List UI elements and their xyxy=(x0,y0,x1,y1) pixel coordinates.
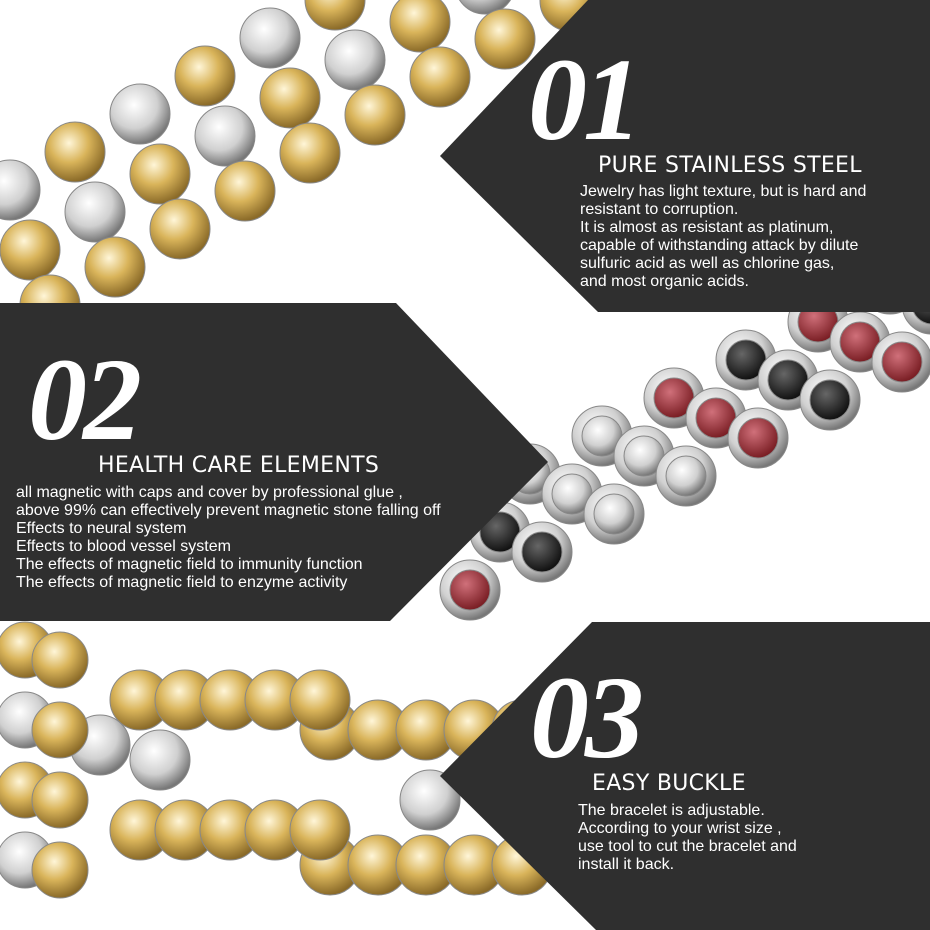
body-line: install it back. xyxy=(578,856,675,873)
body-line: The bracelet is adjustable. xyxy=(578,802,765,819)
body-line: Effects to blood vessel system xyxy=(16,538,231,555)
panel-01-background xyxy=(440,0,930,312)
bead xyxy=(84,236,146,298)
bead xyxy=(44,121,106,183)
panel-02-background xyxy=(0,303,548,621)
bead xyxy=(31,771,89,829)
body-line: and most organic acids. xyxy=(580,273,749,290)
section-number-02: 02 xyxy=(28,334,142,465)
body-line: The effects of magnetic field to immunit… xyxy=(16,556,363,573)
bead xyxy=(737,417,779,459)
body-line: sulfuric acid as well as chlorine gas, xyxy=(580,255,835,272)
section-title-01: PURE STAINLESS STEEL xyxy=(598,153,862,178)
bead xyxy=(31,841,89,899)
bracelet-beads xyxy=(0,0,930,899)
body-line: According to your wrist size , xyxy=(578,820,782,837)
body-line: Effects to neural system xyxy=(16,520,187,537)
panel-03-background xyxy=(440,622,930,930)
bead xyxy=(109,83,171,145)
bead xyxy=(409,46,471,108)
body-line: Jewelry has light texture, but is hard a… xyxy=(580,183,867,200)
bead xyxy=(129,729,191,791)
bead xyxy=(521,531,563,573)
bead xyxy=(881,341,923,383)
bead xyxy=(389,0,451,53)
bead xyxy=(149,198,211,260)
bead xyxy=(129,143,191,205)
body-line: It is almost as resistant as platinum, xyxy=(580,219,834,236)
bead xyxy=(474,8,536,70)
bead xyxy=(449,569,491,611)
bead xyxy=(289,799,351,861)
bead xyxy=(194,105,256,167)
bead xyxy=(809,379,851,421)
section-number-03: 03 xyxy=(530,652,644,783)
bead xyxy=(174,45,236,107)
body-line: The effects of magnetic field to enzyme … xyxy=(16,574,348,591)
bead xyxy=(289,669,351,731)
bead xyxy=(31,701,89,759)
bead xyxy=(304,0,366,31)
body-line: above 99% can effectively prevent magnet… xyxy=(16,502,441,519)
bead xyxy=(214,160,276,222)
bead xyxy=(0,219,61,281)
section-title-02: HEALTH CARE ELEMENTS xyxy=(98,453,380,478)
body-line: resistant to corruption. xyxy=(580,201,739,218)
bead xyxy=(239,7,301,69)
bead xyxy=(324,29,386,91)
bead xyxy=(279,122,341,184)
bead xyxy=(64,181,126,243)
section-body-03: The bracelet is adjustable.According to … xyxy=(578,802,797,874)
bead xyxy=(259,67,321,129)
bead xyxy=(344,84,406,146)
bead xyxy=(0,159,41,221)
bead xyxy=(399,769,461,831)
section-title-03: EASY BUCKLE xyxy=(592,771,746,796)
body-line: capable of withstanding attack by dilute xyxy=(580,237,859,254)
section-number-01: 01 xyxy=(528,34,642,165)
section-body-02: all magnetic with caps and cover by prof… xyxy=(16,484,441,592)
bead xyxy=(665,455,707,497)
section-body-01: Jewelry has light texture, but is hard a… xyxy=(580,183,866,291)
bead xyxy=(593,493,635,535)
body-line: use tool to cut the bracelet and xyxy=(578,838,797,855)
body-line: all magnetic with caps and cover by prof… xyxy=(16,484,403,501)
bead xyxy=(31,631,89,689)
